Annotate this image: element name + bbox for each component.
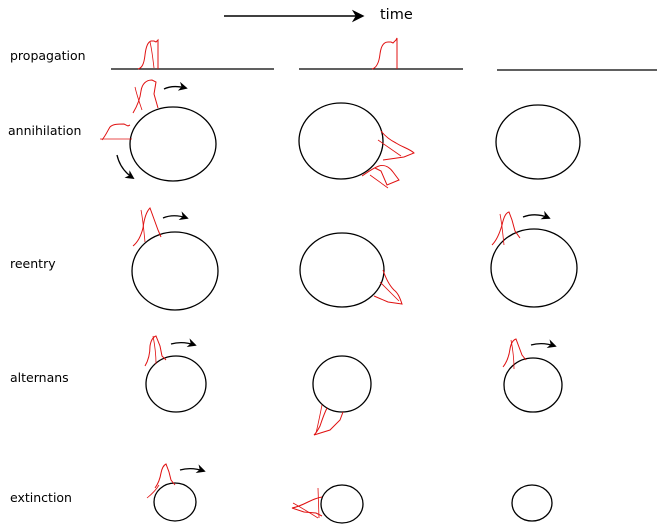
reentry-frame-1 (131, 207, 219, 311)
annihilation-frame-1 (100, 79, 217, 182)
pulse-icon (313, 407, 344, 436)
time-label: time (380, 7, 413, 23)
extinction-frame-2 (291, 484, 364, 524)
annihilation-frame-3 (495, 104, 581, 180)
clockwise-arrow-icon (170, 338, 197, 348)
counterclockwise-arrow-icon (116, 154, 135, 180)
alternans-frame-2 (312, 355, 372, 436)
extinction-frame-1 (146, 463, 206, 522)
annihilation-frame-2 (298, 102, 415, 189)
pulse-icon (373, 269, 403, 305)
row-label-propagation: propagation (10, 48, 86, 63)
clockwise-arrow-icon (522, 210, 551, 220)
clockwise-arrow-icon (162, 211, 189, 221)
row-label-extinction: extinction (10, 490, 72, 505)
clockwise-arrow-icon (163, 81, 188, 91)
pulse-icon (291, 496, 323, 517)
pulse-icon (491, 211, 521, 246)
pulse-icon (361, 165, 400, 186)
pulse-icon (132, 207, 162, 247)
row-label-annihilation: annihilation (8, 123, 82, 138)
pulse-icon (137, 38, 159, 70)
reentry-frame-2 (299, 232, 403, 308)
propagation-frame-1 (111, 38, 274, 70)
row-label-alternans: alternans (10, 370, 69, 385)
pulse-icon (144, 335, 167, 367)
alternans-frame-3 (502, 338, 563, 413)
pulse-icon (380, 130, 415, 161)
pulse-icon (132, 79, 159, 114)
extinction-frame-3 (511, 484, 553, 522)
alternans-frame-1 (144, 335, 207, 413)
pulse-icon (371, 37, 398, 70)
pulse-icon (154, 463, 176, 489)
pulse-icon (101, 123, 131, 141)
reentry-frame-3 (490, 210, 578, 308)
propagation-frame-2 (299, 37, 463, 70)
clockwise-arrow-icon (530, 339, 557, 349)
row-label-reentry: reentry (10, 256, 56, 271)
pulse-icon (502, 338, 527, 368)
clockwise-arrow-icon (179, 464, 206, 474)
